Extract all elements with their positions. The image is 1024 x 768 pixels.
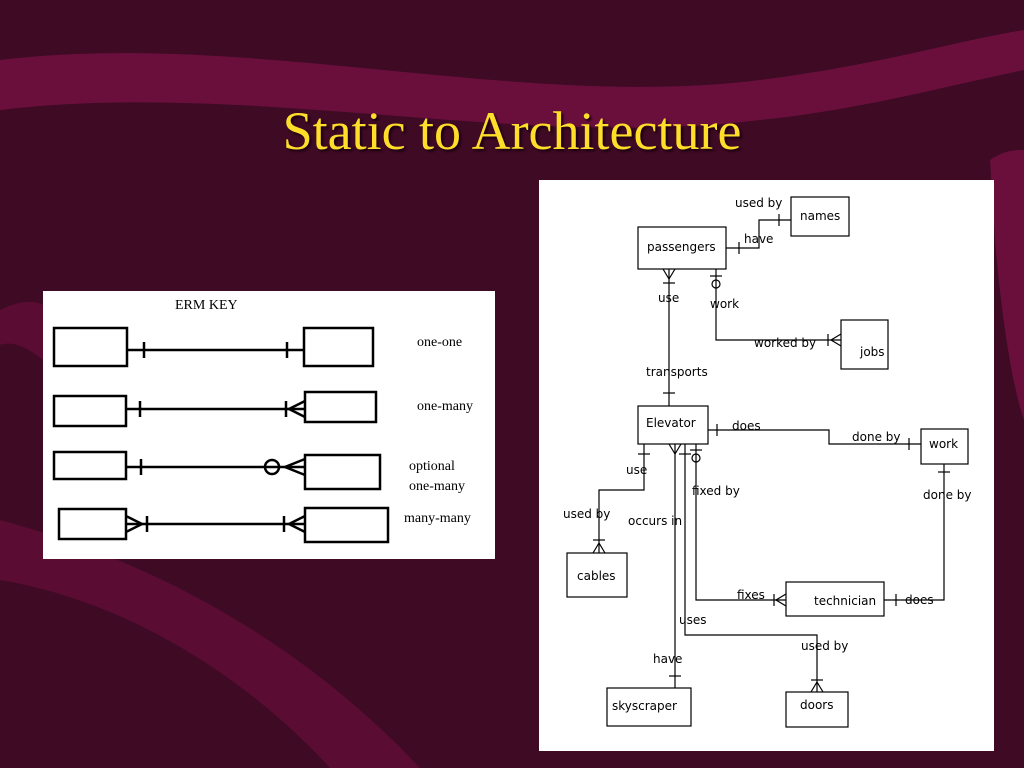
key-crowfoot	[286, 399, 306, 419]
entity-elevator: Elevator	[646, 416, 696, 430]
key-label-many-many: many-many	[404, 511, 471, 526]
entity-doors: doors	[800, 698, 834, 712]
entity-skyscraper: skyscraper	[612, 699, 677, 713]
key-label-one-many: one-many	[417, 399, 473, 414]
rel-used-by-top: used by	[735, 196, 782, 210]
key-row-many-many	[57, 506, 390, 544]
rel-does-technician: does	[905, 593, 934, 607]
rel-fixed-by: fixed by	[692, 484, 740, 498]
key-label-one-one: one-one	[417, 335, 462, 350]
background-swoosh-left	[0, 301, 43, 360]
rel-used-by-cables: used by	[563, 507, 610, 521]
rel-done-by-right: done by	[923, 488, 971, 502]
rel-transports: transports	[646, 365, 708, 379]
erd-lines	[566, 196, 969, 728]
key-optional-circle	[263, 458, 281, 476]
key-entity-left	[52, 326, 129, 368]
entity-cables: cables	[577, 569, 616, 583]
key-label-one-many-2: one-many	[409, 479, 465, 494]
key-entity-right	[302, 326, 375, 368]
slide-title: Static to Architecture	[282, 101, 742, 161]
key-entity-left	[52, 394, 128, 428]
entity-box-cables	[566, 552, 628, 598]
rel-done-by-top: done by	[852, 430, 900, 444]
rel-does-elevator: does	[732, 419, 761, 433]
entity-box-technician	[785, 581, 885, 617]
background-swoosh-right	[990, 150, 1024, 420]
rel-have-bottom: have	[653, 652, 682, 666]
entity-work: work	[929, 437, 958, 451]
key-crowfoot	[281, 457, 306, 477]
entity-box-names	[790, 196, 850, 237]
key-entity-right	[303, 506, 390, 544]
entity-names: names	[800, 209, 840, 223]
key-label-optional: optional	[409, 459, 455, 474]
edge-elevator-doors	[684, 444, 818, 692]
rel-work: work	[710, 297, 739, 311]
rel-use-mid: use	[626, 463, 647, 477]
key-entity-right	[303, 453, 382, 491]
edge-passengers-jobs	[715, 269, 841, 341]
key-row-optional-one-many	[52, 450, 382, 491]
erd-panel: names passengers jobs Elevator work cabl…	[539, 180, 994, 751]
background-swoosh-bottom	[0, 520, 420, 768]
entity-passengers: passengers	[647, 240, 716, 254]
key-entity-left	[57, 507, 128, 541]
edge-elevator-work	[708, 429, 921, 445]
rel-used-by-doors: used by	[801, 639, 848, 653]
key-entity-right	[303, 390, 378, 424]
edge-work-technician	[884, 464, 945, 601]
key-crowfoot-right	[286, 514, 306, 534]
erm-key-heading: ERM KEY	[175, 298, 238, 313]
erm-key-panel: ERM KEY one-one one-many optional	[43, 291, 495, 559]
entity-box-jobs	[840, 319, 889, 370]
edge-elevator-technician	[695, 444, 786, 601]
key-row-one-many	[52, 390, 378, 428]
entity-jobs: jobs	[859, 345, 885, 359]
entity-box-elevator	[637, 405, 709, 445]
rel-worked-by: worked by	[754, 336, 816, 350]
rel-fixes: fixes	[737, 588, 765, 602]
edge-passengers-names	[726, 219, 791, 249]
rel-use-top: use	[658, 291, 679, 305]
key-crowfoot-left	[125, 514, 145, 534]
entity-technician: technician	[814, 594, 876, 608]
rel-uses: uses	[679, 613, 707, 627]
rel-have-top: have	[744, 232, 773, 246]
key-entity-left	[52, 450, 128, 481]
rel-occurs-in: occurs in	[628, 514, 682, 528]
entity-box-skyscraper	[606, 687, 692, 727]
background-swoosh-top	[0, 30, 1024, 128]
erm-key-diagram: ERM KEY one-one one-many optional	[52, 298, 473, 544]
edge-elevator-cables	[598, 444, 645, 553]
elevator-erd-diagram: names passengers jobs Elevator work cabl…	[563, 196, 971, 728]
key-row-one-one	[52, 326, 375, 368]
